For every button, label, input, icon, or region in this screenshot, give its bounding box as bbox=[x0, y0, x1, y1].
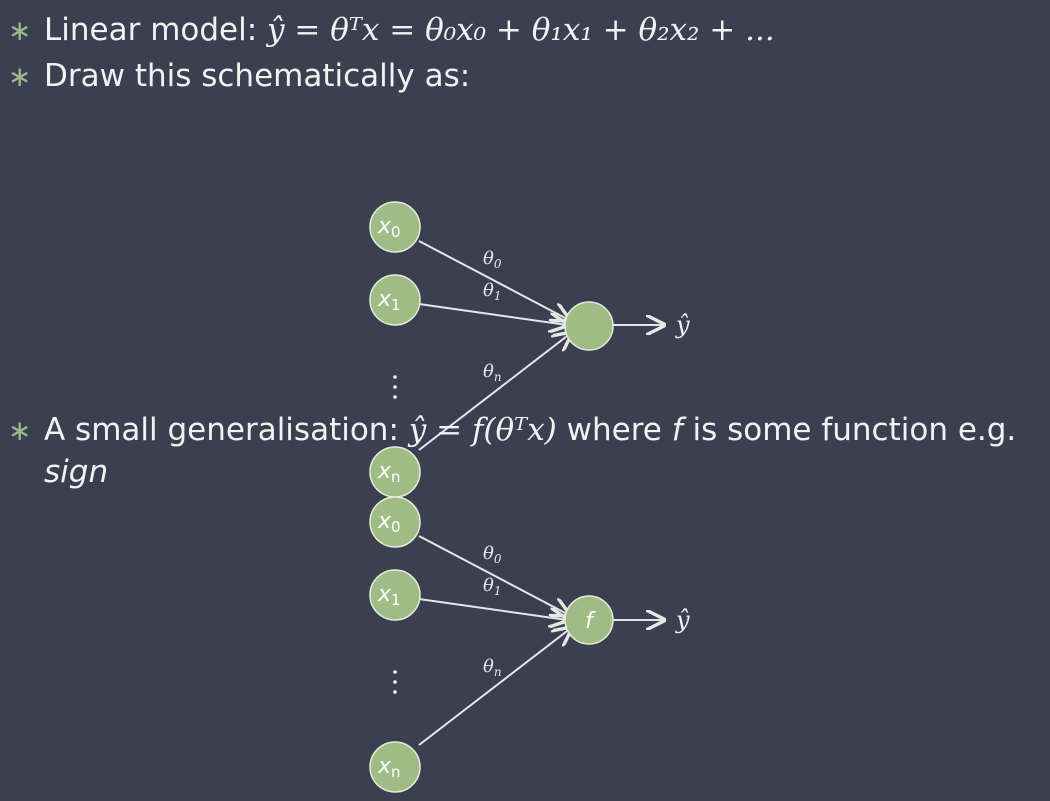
input-label-x1: x1 bbox=[377, 287, 401, 314]
bullet-text: Linear model: bbox=[44, 12, 268, 48]
weight-thetan: θn bbox=[483, 656, 502, 679]
bullet-generalisation: ∗ A small generalisation: ŷ = f(θᵀx) wher… bbox=[8, 410, 1016, 451]
input-node-x1 bbox=[369, 274, 421, 326]
sign-function-word: sign bbox=[44, 454, 109, 490]
input-node-x0 bbox=[369, 496, 421, 548]
edge-x0-to-sum bbox=[418, 240, 569, 320]
bullet-star-icon: ∗ bbox=[8, 14, 32, 47]
input-node-x0 bbox=[369, 201, 421, 253]
bullet-linear-model: ∗ Linear model: ŷ = θᵀx = θ₀x₀ + θ₁x₁ + θ… bbox=[8, 10, 775, 51]
bullet-star-icon: ∗ bbox=[8, 414, 32, 447]
edge-x1-to-f bbox=[418, 598, 567, 620]
generalised-equation: ŷ = f(θᵀx) bbox=[408, 412, 557, 448]
weight-theta1: θ1 bbox=[483, 575, 501, 598]
input-label-x1: x1 bbox=[377, 582, 401, 609]
perceptron-diagram-function: x0 x1 xn θ0 θ1 θn f ŷ bbox=[0, 496, 1050, 797]
edge-x0-to-f bbox=[418, 535, 569, 615]
output-label-yhat: ŷ bbox=[675, 311, 690, 339]
diagram-svg: x0 x1 xn θ0 θ1 θn ŷ bbox=[369, 201, 690, 498]
bullet-text: where bbox=[556, 412, 672, 448]
bullet-continuation: sign bbox=[44, 452, 108, 492]
bullet-draw-schematic: ∗ Draw this schematically as: bbox=[8, 56, 470, 97]
input-label-x0: x0 bbox=[377, 214, 401, 241]
linear-model-equation: ŷ = θᵀx = θ₀x₀ + θ₁x₁ + θ₂x₂ + ... bbox=[267, 12, 775, 48]
diagram-svg: x0 x1 xn θ0 θ1 θn f ŷ bbox=[369, 496, 690, 793]
input-node-x1 bbox=[369, 569, 421, 621]
input-node-xn bbox=[369, 741, 421, 793]
function-node bbox=[564, 595, 614, 645]
function-symbol: f bbox=[671, 412, 683, 448]
sum-node bbox=[564, 301, 614, 351]
bullet-star-icon: ∗ bbox=[8, 60, 32, 93]
edge-xn-to-sum bbox=[418, 333, 571, 451]
input-label-xn: xn bbox=[377, 754, 401, 781]
input-label-xn: xn bbox=[377, 459, 401, 486]
edge-xn-to-f bbox=[418, 628, 571, 746]
bullet-text: Draw this schematically as: bbox=[44, 58, 471, 94]
output-label-yhat: ŷ bbox=[675, 606, 690, 634]
weight-theta0: θ0 bbox=[483, 543, 502, 566]
bullet-text: is some function e.g. bbox=[682, 412, 1017, 448]
weight-theta1: θ1 bbox=[483, 280, 501, 303]
function-node-label: f bbox=[585, 609, 596, 634]
weight-thetan: θn bbox=[483, 361, 502, 384]
weight-theta0: θ0 bbox=[483, 248, 502, 271]
bullet-text: A small generalisation: bbox=[44, 412, 409, 448]
perceptron-diagram-linear: x0 x1 xn θ0 θ1 θn ŷ bbox=[0, 100, 1050, 498]
input-label-x0: x0 bbox=[377, 509, 401, 536]
edge-x1-to-sum bbox=[418, 303, 567, 325]
vertical-ellipsis bbox=[393, 670, 397, 694]
vertical-ellipsis bbox=[393, 375, 397, 399]
